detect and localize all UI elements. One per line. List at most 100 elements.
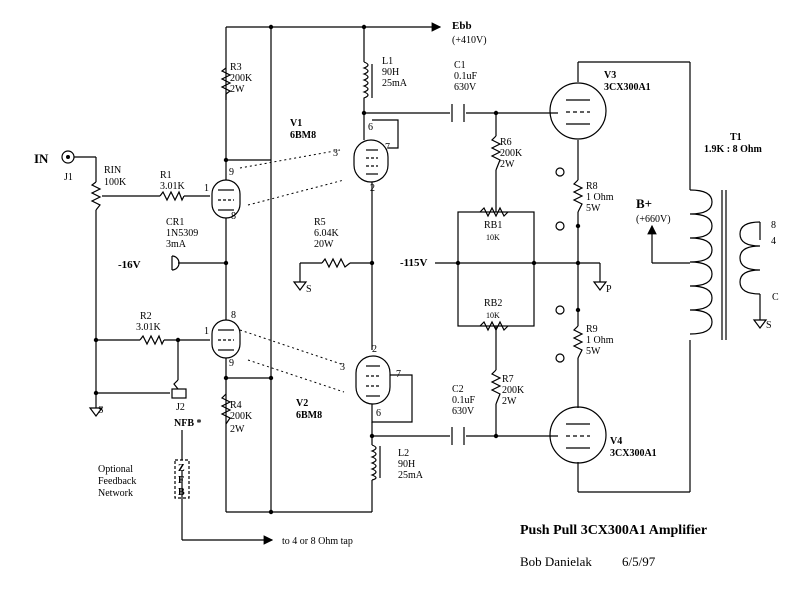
resistors <box>90 67 584 425</box>
tube-v4 <box>549 406 607 464</box>
r4-watts: 2W <box>230 424 245 435</box>
c1-value: 0.1uF <box>454 71 478 82</box>
rb2-value: 10K <box>486 311 500 320</box>
v1-pin-1: 1 <box>204 183 209 194</box>
resistor-r5 <box>321 257 351 269</box>
tap-8: 8 <box>771 220 776 231</box>
inductor-l1 <box>362 61 369 100</box>
neg115-label: -115V <box>400 257 428 269</box>
rb1-value: 10K <box>486 233 500 242</box>
l1-current: 25mA <box>382 78 408 89</box>
zfb-b: B <box>178 487 185 498</box>
v2-pin-3: 3 <box>340 362 345 373</box>
feedback-note-1: Optional <box>98 464 133 475</box>
l2-current: 25mA <box>398 470 424 481</box>
junctions <box>93 24 581 515</box>
zfb-f: F <box>178 475 184 486</box>
zfb-z: Z <box>178 463 185 474</box>
grounds <box>88 281 768 417</box>
ebb-label: Ebb <box>452 20 472 32</box>
rb2-name: RB2 <box>484 298 502 309</box>
diagram-title: Push Pull 3CX300A1 Amplifier <box>520 523 707 538</box>
r8-watts: 5W <box>586 203 601 214</box>
diode-cr1 <box>171 255 180 271</box>
v2-pin-2: 2 <box>372 344 377 355</box>
j1-label: J1 <box>64 172 73 183</box>
v2-type: 6BM8 <box>296 410 322 421</box>
l1-name: L1 <box>382 56 393 67</box>
v3-type: 3CX300A1 <box>604 82 651 93</box>
r5-value: 6.04K <box>314 228 340 239</box>
r2-value: 3.01K <box>136 322 162 333</box>
v1-pin-8: 8 <box>231 211 236 222</box>
r6-value: 200K <box>500 148 523 159</box>
resistor-r4 <box>220 393 232 425</box>
r3-name: R3 <box>230 62 242 73</box>
t1-name: T1 <box>730 132 742 143</box>
j2-label: J2 <box>176 402 185 413</box>
v2-pin-6: 6 <box>376 408 381 419</box>
r4-name: R4 <box>230 400 242 411</box>
v2-pin-9: 9 <box>229 358 234 369</box>
tap-4: 4 <box>771 236 776 247</box>
t1-ratio: 1.9K : 8 Ohm <box>704 144 762 155</box>
v2-pin-7: 7 <box>396 369 401 380</box>
bplus-voltage: (+660V) <box>636 214 671 225</box>
tube-v2-pentode <box>355 355 391 405</box>
r6-name: R6 <box>500 137 512 148</box>
resistor-r7 <box>490 369 502 405</box>
jack-j2 <box>171 388 187 399</box>
resistor-r9 <box>572 325 584 359</box>
r9-value: 1 Ohm <box>586 335 614 346</box>
l1-value: 90H <box>382 67 399 78</box>
tube-v3 <box>549 82 607 140</box>
resistor-r6 <box>490 135 502 171</box>
c1-voltage: 630V <box>454 82 477 93</box>
date: 6/5/97 <box>622 554 656 569</box>
r4-value: 200K <box>230 411 253 422</box>
r7-watts: 2W <box>502 396 517 407</box>
r8-name: R8 <box>586 181 598 192</box>
author: Bob Danielak <box>520 554 592 569</box>
resistor-r1 <box>159 190 185 202</box>
c2-voltage: 630V <box>452 406 475 417</box>
v1-pin-6: 6 <box>368 122 373 133</box>
cr1-name: CR1 <box>166 217 184 228</box>
r2-name: R2 <box>140 311 152 322</box>
c2-name: C2 <box>452 384 464 395</box>
capacitors <box>451 104 465 445</box>
inductor-l2 <box>370 444 377 481</box>
r3-watts: 2W <box>230 84 245 95</box>
resistor-rb1 <box>479 206 509 218</box>
v1-pin-7: 7 <box>385 142 390 153</box>
rin-name: RIN <box>104 165 121 176</box>
v1-name: V1 <box>290 118 302 129</box>
tube-v1-triode <box>211 179 241 219</box>
tube-v1-pentode <box>353 139 389 183</box>
transformer-t1 <box>689 189 761 340</box>
tube-v2-triode <box>211 319 241 359</box>
feedback-note-3: Network <box>98 488 133 499</box>
in-label: IN <box>34 151 49 166</box>
r9-watts: 5W <box>586 346 601 357</box>
nfb-label: NFB * <box>174 418 202 429</box>
bplus-label: B+ <box>636 196 652 211</box>
inductors <box>362 61 381 481</box>
resistor-r8 <box>572 179 584 213</box>
wires <box>74 22 691 545</box>
r7-value: 200K <box>502 385 525 396</box>
tap-note: to 4 or 8 Ohm tap <box>282 536 353 547</box>
rb1-name: RB1 <box>484 220 502 231</box>
v2-pin-1: 1 <box>204 326 209 337</box>
resistor-rb2 <box>479 320 509 332</box>
r1-value: 3.01K <box>160 181 186 192</box>
r5-watts: 20W <box>314 239 334 250</box>
tubes <box>211 82 607 464</box>
l2-name: L2 <box>398 448 409 459</box>
r1-name: R1 <box>160 170 172 181</box>
v1-pin-3: 3 <box>333 148 338 159</box>
c2-value: 0.1uF <box>452 395 476 406</box>
neg16-label: -16V <box>118 259 141 271</box>
v1-pin-2: 2 <box>370 183 375 194</box>
